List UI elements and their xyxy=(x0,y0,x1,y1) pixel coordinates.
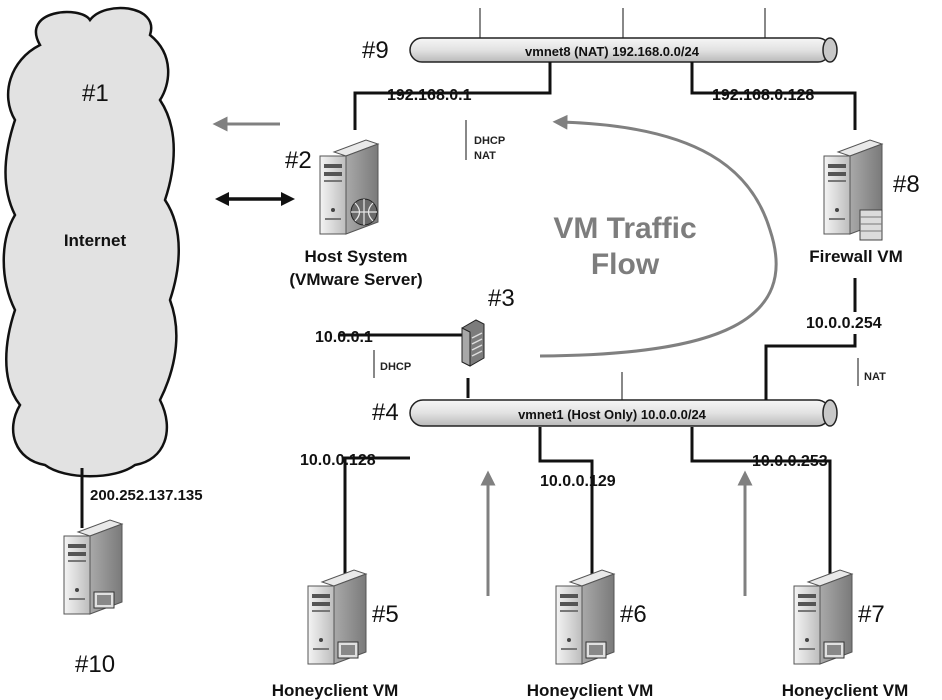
firewall-marker: #8 xyxy=(893,171,920,198)
host-server-icon xyxy=(319,139,379,235)
host-network-label: vmnet1 (Host Only) 10.0.0.0/24 xyxy=(518,407,707,422)
honeyclient-2-marker: #6 xyxy=(620,601,647,628)
nat-network-label: vmnet8 (NAT) 192.168.0.0/24 xyxy=(525,44,700,59)
honeyclient-3-marker: #7 xyxy=(858,601,885,628)
traffic-flow-subtitle: Flow xyxy=(591,248,660,281)
host-name: Host System xyxy=(305,247,408,266)
host-subname: (VMware Server) xyxy=(289,270,422,289)
traffic-flow-title: VM Traffic xyxy=(553,212,696,245)
internet-label: Internet xyxy=(64,231,127,250)
honeyclient-3-name: Honeyclient VM xyxy=(782,681,909,700)
host-only-ip: 10.0.0.1 xyxy=(315,329,373,346)
honeyclient-1-marker: #5 xyxy=(372,601,399,628)
traffic-flow-arrow xyxy=(539,114,778,358)
external-client-marker: #10 xyxy=(75,651,115,678)
internet-marker: #1 xyxy=(82,80,109,107)
host-nat-ip: 192.168.0.1 xyxy=(387,87,472,104)
host-nat-service-nat: NAT xyxy=(474,150,496,162)
host-only-service: DHCP xyxy=(380,361,411,373)
switch-icon xyxy=(461,319,485,367)
internet-cloud: #1 Internet xyxy=(2,6,180,478)
host-nat-service-dhcp: DHCP xyxy=(474,135,505,147)
honeyclient-1-icon xyxy=(307,569,367,665)
honeyclient-3-ip: 10.0.0.253 xyxy=(752,453,828,470)
external-client-icon xyxy=(63,519,123,615)
nat-network-marker: #9 xyxy=(362,37,389,64)
host-network-marker: #4 xyxy=(372,399,399,426)
firewall-service: NAT xyxy=(864,371,886,383)
honeyclient-1-ip: 10.0.0.128 xyxy=(300,452,376,469)
firewall-host-ip: 10.0.0.254 xyxy=(806,315,882,332)
host-network-segment: vmnet1 (Host Only) 10.0.0.0/24 #4 xyxy=(372,372,838,427)
honeyclient-2-ip: 10.0.0.129 xyxy=(540,473,616,490)
host-marker: #2 xyxy=(285,147,312,174)
nat-network-segment: vmnet8 (NAT) 192.168.0.0/24 #9 xyxy=(362,8,838,64)
firewall-name: Firewall VM xyxy=(809,247,903,266)
honeyclient-3-icon xyxy=(793,569,853,665)
honeyclient-1-name: Honeyclient VM xyxy=(272,681,399,700)
firewall-nat-ip: 192.168.0.128 xyxy=(712,87,814,104)
honeyclient-2-name: Honeyclient VM xyxy=(527,681,654,700)
firewall-server-icon xyxy=(823,139,883,241)
external-client-ip: 200.252.137.135 xyxy=(90,487,203,504)
honeyclient-2-icon xyxy=(555,569,615,665)
switch-marker: #3 xyxy=(488,285,515,312)
